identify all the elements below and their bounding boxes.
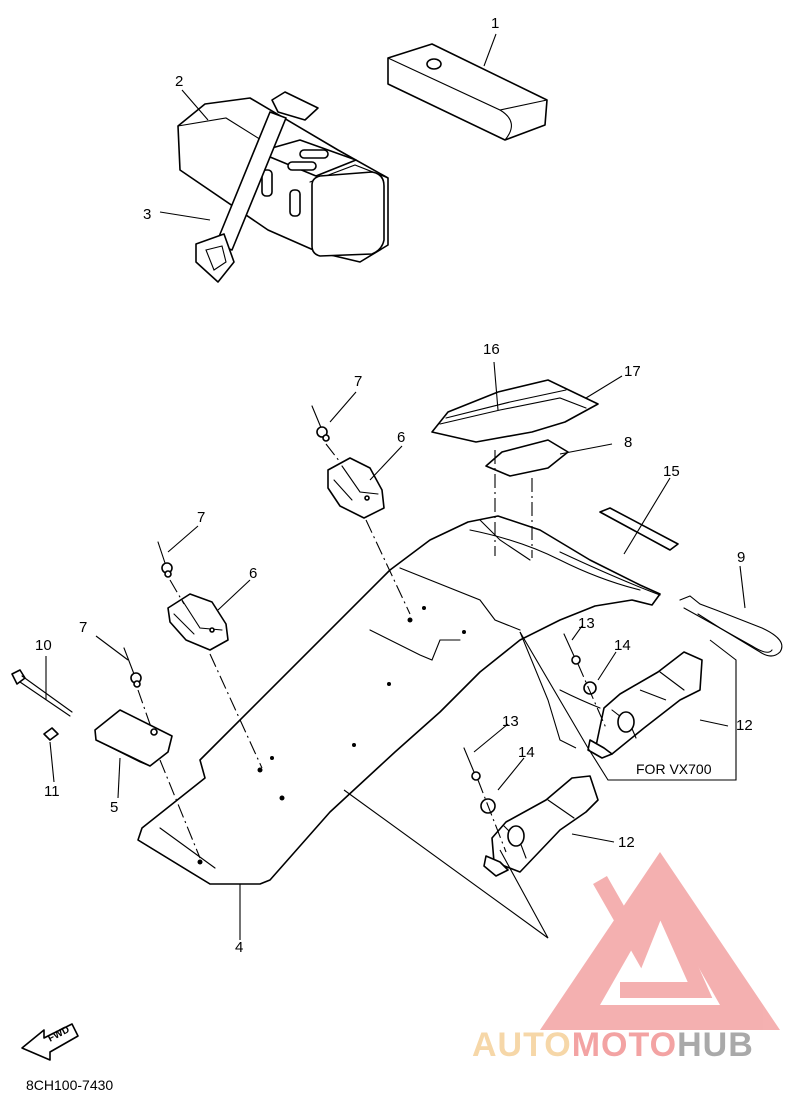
part-5-bracket (94, 709, 173, 767)
callout-4: 4 (235, 939, 243, 956)
watermark-part-2: MOTO (572, 1026, 677, 1064)
part-14-grommet-upper (583, 681, 597, 695)
callout-1: 1 (491, 15, 499, 32)
leader-lines (45, 33, 746, 940)
watermark-part-3: HUB (677, 1026, 754, 1064)
callout-10: 10 (35, 637, 52, 654)
part-7-screw-middle (157, 541, 173, 578)
part-12-holder-lower (483, 775, 599, 877)
part-6-clip-upper (327, 457, 385, 519)
callout-5: 5 (110, 799, 118, 816)
part-7-screw-lower (123, 647, 142, 688)
callout-16: 16 (483, 341, 500, 358)
part-10-bolt (11, 669, 73, 717)
part-16-17-decal (431, 379, 599, 443)
callout-14-lower: 14 (518, 744, 535, 761)
callout-9: 9 (737, 549, 745, 566)
part-6-clip-lower (167, 593, 229, 651)
diagram-code: 8CH100-7430 (26, 1077, 113, 1093)
part-2-kit-box (177, 97, 389, 263)
callout-7-lower: 7 (79, 619, 87, 636)
part-3-strap (195, 91, 319, 283)
part-7-screw-upper (311, 405, 330, 442)
part-12-holder-upper (587, 651, 703, 759)
callout-12-lower: 12 (618, 834, 635, 851)
callout-3: 3 (143, 206, 151, 223)
variant-note: FOR VX700 (636, 761, 712, 777)
part-9-rod (679, 595, 783, 657)
watermark-part-1: AUTO (472, 1026, 572, 1064)
part-1-tool-pouch (387, 43, 548, 141)
callout-8: 8 (624, 434, 632, 451)
callout-12-upper: 12 (736, 717, 753, 734)
callout-11: 11 (44, 783, 60, 800)
callout-7-upper: 7 (354, 373, 362, 390)
part-13-screw-upper (563, 633, 581, 665)
callout-labels: 1 2 3 4 5 6 6 7 7 7 8 9 10 11 12 12 13 1… (35, 15, 753, 956)
callout-14-upper: 14 (614, 637, 631, 654)
callout-13-upper: 13 (578, 615, 595, 632)
part-4-bottom-cover (137, 515, 661, 885)
watermark-logo-icon (540, 852, 780, 1030)
assembly-lines (137, 443, 607, 859)
part-11-nut (43, 727, 59, 741)
part-13-screw-lower (463, 747, 481, 781)
callout-7-middle: 7 (197, 509, 205, 526)
vx700-variant-bracket (343, 631, 737, 939)
callout-15: 15 (663, 463, 680, 480)
callout-2: 2 (175, 73, 183, 90)
fwd-arrow-icon: FWD (21, 1023, 79, 1061)
callout-13-lower: 13 (502, 713, 519, 730)
callout-6-lower: 6 (249, 565, 257, 582)
part-8-decal (485, 439, 569, 477)
callout-6-upper: 6 (397, 429, 405, 446)
watermark-text: AUTOMOTOHUB (472, 1026, 754, 1064)
callout-17: 17 (624, 363, 641, 380)
